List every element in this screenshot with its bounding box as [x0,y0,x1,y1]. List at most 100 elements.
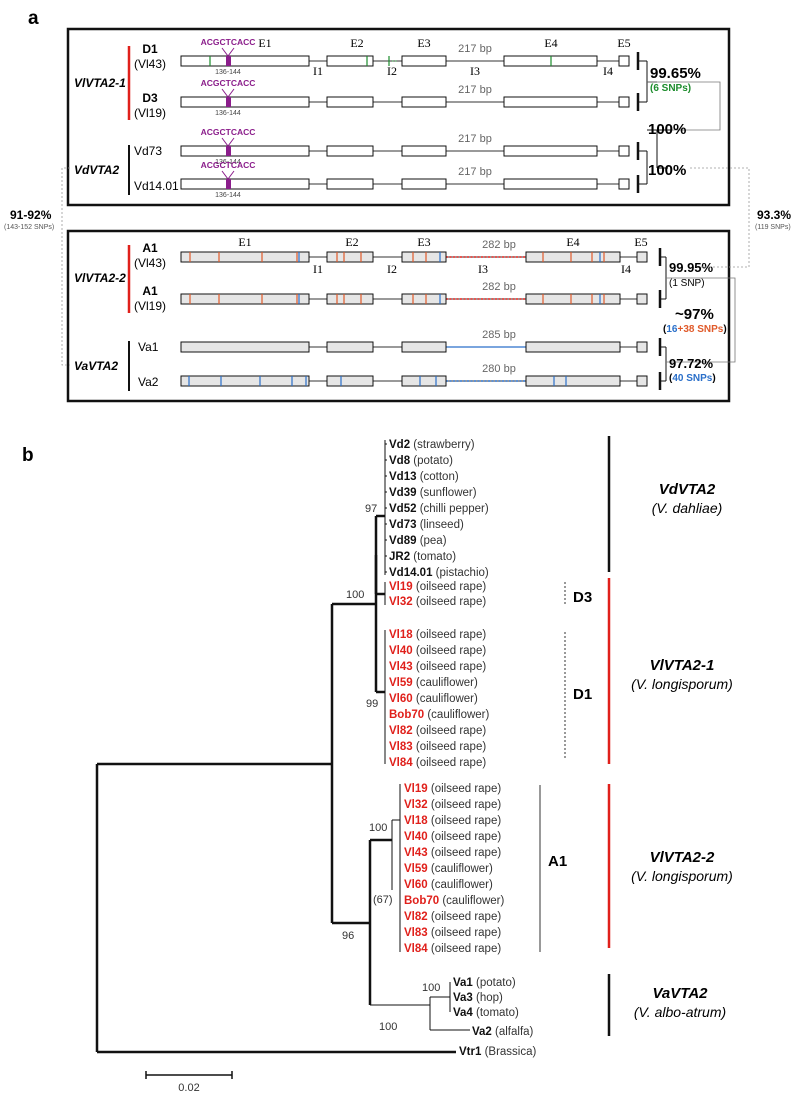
leaf-d1-2-host: (oilseed rape) [416,661,486,673]
exon-e3-row0 [401,55,447,67]
leaf-va-0-id: Va1 [453,977,476,989]
identity-d1-d3: 99.65% [650,65,701,82]
exon2-e5-row2 [636,341,648,353]
exon-e3-row1 [401,96,447,108]
leaf-va-1-host: (hop) [476,992,503,1004]
right-identity: 93.3% [757,208,791,222]
leaf-a1-0: Vl19 (oilseed rape) [404,783,501,795]
phylogenetic-tree [95,440,470,1054]
exon-label-e4: E4 [544,36,557,50]
exon-e4-row3 [503,178,598,190]
leaf-d1-3-host: (cauliflower) [416,677,478,689]
exon-label-e2: E2 [350,36,363,50]
leaf-a1-1: Vl32 (oilseed rape) [404,799,501,811]
exon2-e2-row0 [326,251,374,263]
leaf-d1-1-host: (oilseed rape) [416,645,486,657]
group-label-vlvta2-1: VlVTA2-1 [74,76,126,90]
leaf-d1-2-id: Vl43 [389,661,416,673]
leaf-outgroup-host: (Brassica) [485,1046,537,1058]
left-snps: (143-152 SNPs) [4,224,54,231]
exon2-e3-row0 [401,251,447,263]
exon2-e1-row1 [180,293,310,305]
leaf-d1-0-id: Vl18 [389,629,416,641]
exon-label-e5: E5 [617,36,630,50]
leaf-d1-2: Vl43 (oilseed rape) [389,661,486,673]
leaf-vd-2-host: (cotton) [420,471,459,483]
leaf-d1-6-id: Vl82 [389,725,416,737]
leaf-d1-1-id: Vl40 [389,645,416,657]
intron-label-i3: I3 [470,64,480,78]
leaf-vd-1: Vd8 (potato) [389,455,453,467]
leaf-a1-0-id: Vl19 [404,783,431,795]
motif-mark-row3 [226,179,231,189]
leaf-a1-10: Vl84 (oilseed rape) [404,943,501,955]
leaf-outgroup-id: Vtr1 [459,1046,485,1058]
row-name-vd14: Vd14.01 [134,179,179,193]
panel-b-label: b [22,445,34,466]
exon2-e3-row2 [401,341,447,353]
exon-label-e5-box2: E5 [634,235,647,249]
intron-label-i2-box2: I2 [387,262,397,276]
leaf-vd-7-host: (tomato) [413,551,456,563]
row-strain-d1: (Vl43) [134,57,166,71]
subclade-d3: D3 [573,589,592,606]
snp-a1: (1 SNP) [669,278,705,289]
leaf-vd-5: Vd73 (linseed) [389,519,464,531]
bootstrap-vd: 97 [365,503,377,515]
row-strain-a1-vl19: (Vl19) [134,299,166,313]
exon2-e3-row3 [401,375,447,387]
leaf-vd-1-id: Vd8 [389,455,413,467]
leaf-vd-8-id: Vd14.01 [389,567,436,579]
leaf-a1-6-id: Vl60 [404,879,431,891]
leaf-vd-7-id: JR2 [389,551,413,563]
leaf-d3-0-id: Vl19 [389,581,416,593]
exon-e5-row1 [618,96,630,108]
exon-e1-row3 [180,178,310,190]
leaf-a1-7: Bob70 (cauliflower) [404,895,505,907]
leaf-a1-4: Vl43 (oilseed rape) [404,847,501,859]
intron-label-i2: I2 [387,64,397,78]
clade-name-vavta2: VaVTA2 [652,985,708,1002]
exon2-e4-row0 [525,251,621,263]
tree-leaves: Vd2 (strawberry)Vd8 (potato)Vd13 (cotton… [389,439,537,1058]
exon-label-e4-box2: E4 [566,235,579,249]
bootstrap-a1: 100 [369,822,387,834]
leaf-d1-8-host: (oilseed rape) [416,757,486,769]
subclade-a1: A1 [548,853,567,870]
leaf-a1-10-id: Vl84 [404,943,431,955]
scale-bar-label: 0.02 [178,1082,199,1094]
exon-e1-row1 [180,96,310,108]
leaf-vd-2: Vd13 (cotton) [389,471,459,483]
leaf-a1-6: Vl60 (cauliflower) [404,879,493,891]
intron-length-row2: 217 bp [458,133,492,145]
scale-bar [145,1071,233,1079]
leaf-a1-3-host: (oilseed rape) [431,831,501,843]
exon-e3-row3 [401,178,447,190]
motif-pos-row2: 136-144 [215,159,241,166]
group-label-vlvta2-2: VlVTA2-2 [74,271,126,285]
leaf-a1-0-host: (oilseed rape) [431,783,501,795]
leaf-d1-7-host: (oilseed rape) [416,741,486,753]
motif-seq-row1: ACGCTCACC [201,78,256,88]
identity-vd: 100% [648,121,686,138]
leaf-va-2-id: Va4 [453,1007,476,1019]
leaf-d1-0-host: (oilseed rape) [416,629,486,641]
exon2-e5-row0 [636,251,648,263]
leaf-a1-4-host: (oilseed rape) [431,847,501,859]
intron-label-i3-box2: I3 [478,262,488,276]
leaf-d3-1: Vl32 (oilseed rape) [389,596,486,608]
panel-a-label: a [28,8,39,29]
group-label-vavta2: VaVTA2 [74,359,118,373]
exon2-e5-row1 [636,293,648,305]
exon-label-e3-box2: E3 [417,235,430,249]
leaf-a1-3-id: Vl40 [404,831,431,843]
leaf-vd-2-id: Vd13 [389,471,420,483]
leaf-a1-8-host: (oilseed rape) [431,911,501,923]
exon-e4-row2 [503,145,598,157]
clade-species-vlvta2-1: (V. longisporum) [631,676,733,692]
motif-pointer-row3 [221,170,235,180]
right-snps: (119 SNPs) [755,224,791,231]
leaf-vd-7: JR2 (tomato) [389,551,456,563]
